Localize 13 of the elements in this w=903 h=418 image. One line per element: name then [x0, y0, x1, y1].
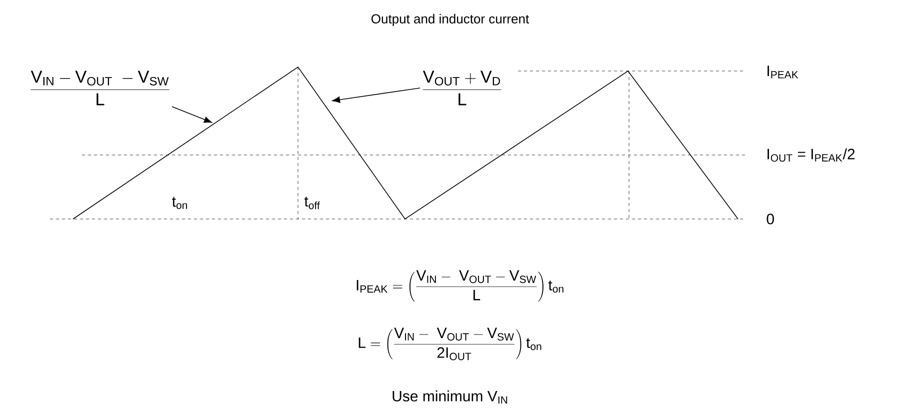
leader-arrow [172, 106, 212, 123]
axis-label: 0 [766, 214, 774, 224]
note: Use minimum V$_{IN}$ [392, 390, 508, 404]
slope-formula: $\frac{\mathrm{V}_{\mathrm{IN}} - \mathrm{V}_{\mathrm{OUT}}\ - \mathrm{V}_{\mathrm{SW}}}{\mathrm{L}}$ [30, 70, 170, 106]
axis-label: I$_{OUT}$ = I$_{PEAK}$/2 [768, 148, 855, 162]
time-label: t$_{off}$ [304, 196, 320, 210]
leader-arrow [332, 88, 420, 103]
equation: $\mathrm{I}_{\mathrm{PEAK}} = \left(\frac{\mathrm{V}_{\mathrm{IN}} -\ \mathrm{V}_{\mathrm{OUT}} - \mathrm{V}_{\mathrm{SW}}}{\mathrm{L}}\right)\mathrm{t}_{\mathrm{on}}$ [356, 270, 564, 302]
time-label: t$_{on}$ [172, 197, 187, 209]
chart-title: Output and inductor current [372, 14, 529, 26]
equation: $\mathrm{L} = \left(\frac{\mathrm{V}_{\mathrm{IN}} -\ \mathrm{V}_{\mathrm{OUT}} - \mathrm{V}_{\mathrm{SW}}}{\mathrm{2I}_{\mathrm{OUT}}}\right)\mathrm{t}_{\mathrm{on}}$ [358, 328, 542, 360]
axis-label: I$_{PEAK}$ [768, 66, 798, 78]
slope-formula: $\frac{\mathrm{V}_{\mathrm{OUT}} + \mathrm{V}_{\mathrm{D}}}{\mathrm{L}}$ [422, 70, 502, 106]
